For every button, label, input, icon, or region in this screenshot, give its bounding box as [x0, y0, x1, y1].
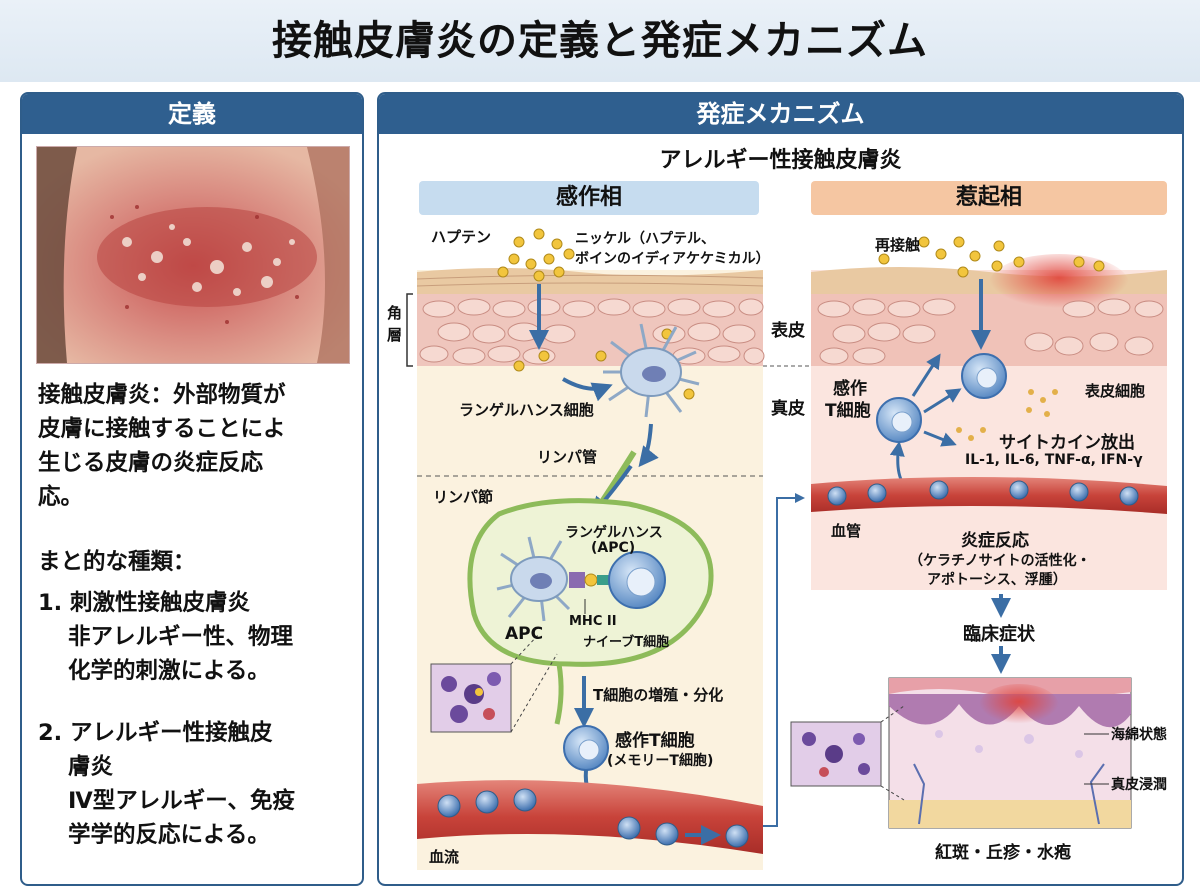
hapten-example-2: ボインのイディアケケミカル） [575, 251, 770, 267]
histology-cells-elic [802, 732, 870, 777]
inflammation-desc-2: アポトーシス、浮腫） [927, 572, 1067, 588]
type-title: 2. アレルギー性接触皮 [38, 720, 273, 746]
type-title: 1. 刺激性接触皮膚炎 [38, 590, 251, 616]
sensitized-t-cell [563, 725, 609, 771]
definition-line: 皮膚に接触することによ [38, 416, 286, 442]
tcr [597, 575, 609, 585]
blood-cells [437, 788, 749, 848]
type-irritant: 1. 刺激性接触皮膚炎 非アレルギー性、物理 化学的刺激による。 [38, 586, 358, 688]
stratum-bracket [406, 293, 413, 367]
spongiosis-label: 海綿状態 [1111, 727, 1167, 743]
langerhans-apc-label-2: (APC) [591, 540, 636, 556]
mechanism-subtitle: アレルギー性接触皮膚炎 [659, 148, 902, 173]
vessel-label: 血管 [831, 522, 862, 540]
types-title: まと的な種類： [38, 549, 196, 575]
hapten-particles [497, 228, 695, 400]
keratinocyte-target [961, 353, 1007, 399]
lymph-node-label: リンパ節 [433, 488, 494, 506]
elic-t-label-1: 感作 [833, 379, 867, 399]
naive-t-cell [608, 551, 666, 609]
activation-arrow [923, 388, 962, 414]
antigen [584, 573, 598, 587]
hapten-label: ハプテン [431, 228, 492, 246]
infiltration-label: 真皮浸潤 [1111, 777, 1167, 793]
inset-leader [880, 785, 905, 801]
inset-leader [510, 633, 540, 665]
cytokine-list: IL-1, IL-6, TNF-α, IFN-γ [965, 452, 1143, 468]
activation-arrow [911, 353, 941, 397]
dermis-label: 真皮 [771, 399, 805, 419]
histology-inset-elic [790, 721, 882, 787]
migration-arrow [562, 377, 613, 402]
inflammation-label: 炎症反応 [961, 531, 1029, 551]
apc-label: APC [505, 624, 544, 644]
histology-cells-lymph [441, 672, 501, 723]
definition-panel: 定義 接触皮膚炎：外部物質が 皮膚に接触することによ 生じる皮膚の炎症反応 [20, 92, 364, 886]
definition-text: 接触皮膚炎：外部物質が 皮膚に接触することによ 生じる皮膚の炎症反応 応。 [38, 378, 350, 514]
type-desc: Ⅳ型アレルギー、免疫 [68, 788, 295, 814]
cytokine-dots [956, 389, 1058, 441]
type-title: 膚炎 [68, 754, 114, 780]
mechanism-header: 発症メカニズム [379, 94, 1182, 134]
type-allergic: 2. アレルギー性接触皮 膚炎 Ⅳ型アレルギー、免疫 学学的反応による。 [38, 716, 358, 852]
cytokine-label: サイトカイン放出 [999, 433, 1135, 453]
langerhans-label: ランゲルハンス細胞 [459, 401, 594, 419]
stratum-label-2: 層 [387, 326, 403, 344]
skin-rash-photo [36, 146, 350, 364]
keratinocyte-label: 表皮細胞 [1085, 382, 1146, 400]
apc-cell [496, 536, 571, 622]
definition-line: 生じる皮膚の炎症反応 [38, 450, 264, 476]
elic-sensitized-t [876, 397, 922, 443]
type-desc: 非アレルギー性、物理 [68, 624, 294, 650]
efferent-lymph [554, 663, 564, 725]
stratum-label-1: 角 [387, 304, 403, 322]
type-desc: 化学的刺激による。 [68, 658, 270, 684]
mhc-ii-complex [569, 572, 585, 588]
hapten-example-1: ニッケル（ハプテル、 [575, 231, 715, 247]
definition-header: 定義 [22, 94, 362, 134]
to-lymph-arrow [638, 423, 659, 468]
lymph-vessel-label: リンパ管 [537, 448, 598, 466]
naive-t-label: ナイーブT細胞 [583, 635, 670, 650]
histology-skin [888, 677, 1132, 829]
inflammation-desc-1: （ケラチノサイトの活性化・ [909, 553, 1091, 569]
clinical-label: 臨床症状 [963, 624, 1035, 645]
definition-line: 接触皮膚炎：外部物質が [38, 382, 286, 408]
sensitized-t-label: 感作T細胞 [615, 731, 695, 751]
recontact-label: 再接触 [875, 236, 921, 254]
symptoms-label: 紅斑・丘疹・水疱 [935, 843, 1071, 863]
mhc-label: MHC II [569, 614, 617, 629]
type-desc: 学学的反応による。 [68, 822, 270, 848]
title-bar: 接触皮膚炎の定義と発症メカニズム [0, 0, 1200, 82]
page-title: 接触皮膚炎の定義と発症メカニズム [272, 18, 928, 64]
langerhans-cell [603, 323, 700, 418]
inset-leader [880, 705, 905, 723]
elicitation-header: 惹起相 [811, 181, 1167, 215]
circulation-connector [763, 493, 805, 827]
epidermis-label: 表皮 [771, 321, 805, 341]
inflamed-spot [989, 254, 1129, 314]
elic-t-label-2: T細胞 [825, 401, 871, 421]
memory-t-label: (メモリーT細胞) [607, 753, 714, 769]
mechanism-diagram [406, 228, 1167, 870]
bloodstream-label: 血流 [429, 848, 460, 866]
definition-line: 応。 [38, 484, 84, 510]
proliferation-label: T細胞の増殖・分化 [593, 686, 724, 704]
langerhans-apc-label-1: ランゲルハンス [565, 525, 663, 541]
cytokine-arrow [923, 430, 957, 447]
recontact-haptens [878, 236, 1105, 278]
elic-blood-cells [827, 480, 1139, 506]
mechanism-panel: 発症メカニズム アレルギー性接触皮膚炎 感作相 惹起相 [377, 92, 1184, 886]
sensitization-header: 感作相 [419, 181, 759, 215]
